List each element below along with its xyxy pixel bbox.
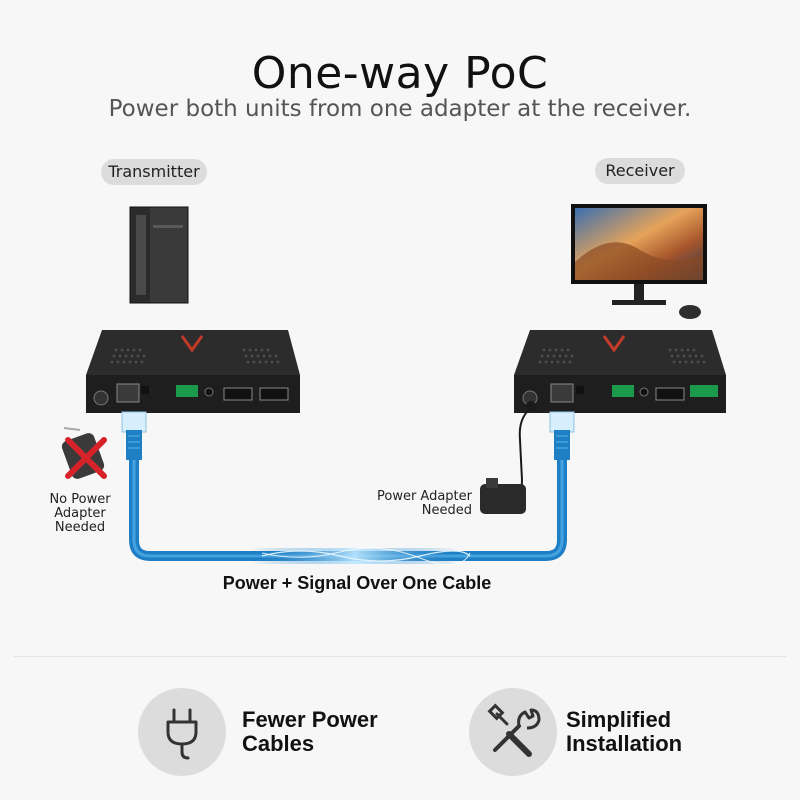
receiver-device: [514, 330, 726, 413]
section-divider: [14, 656, 786, 657]
transmitter-device: [86, 330, 300, 413]
note-line: Needed: [54, 520, 106, 535]
cable-caption: Power + Signal Over One Cable: [222, 573, 492, 593]
pc-tower-icon: [129, 206, 189, 304]
power-adapter-icon: [480, 401, 536, 514]
feature-line: Cables: [242, 731, 315, 756]
note-line: Adapter: [54, 506, 106, 521]
feature-line: Installation: [566, 731, 683, 756]
power-adapter-note: Power Adapter Needed: [360, 490, 472, 518]
rj45-connector-left-icon: [121, 411, 147, 460]
feature-plug-badge: [138, 688, 226, 776]
transmitter-label: Transmitter: [101, 159, 207, 185]
mouse-icon: [679, 305, 701, 319]
ethernet-cable: [129, 455, 567, 566]
feature-tools-badge: [469, 688, 557, 776]
tools-icon: [487, 703, 541, 757]
page-title: One-way PoC: [251, 48, 549, 99]
page-subtitle: Power both units from one adapter at the…: [108, 96, 692, 122]
no-power-adapter-note: No Power Adapter Needed: [40, 493, 120, 535]
feature-line: Fewer Power: [242, 707, 378, 732]
note-line: No Power: [49, 492, 111, 507]
note-line: Needed: [421, 503, 472, 518]
note-line: Power Adapter: [376, 489, 472, 504]
feature-fewer-power-cables: Fewer Power Cables: [242, 708, 402, 756]
feature-simplified-installation: Simplified Installation: [566, 708, 726, 756]
crossed-power-adapter-icon: [61, 427, 107, 479]
feature-line: Simplified: [566, 707, 672, 732]
rj45-connector-right-icon: [549, 411, 575, 460]
plug-icon: [166, 708, 198, 760]
receiver-label: Receiver: [595, 158, 685, 184]
monitor-icon: [571, 204, 707, 305]
